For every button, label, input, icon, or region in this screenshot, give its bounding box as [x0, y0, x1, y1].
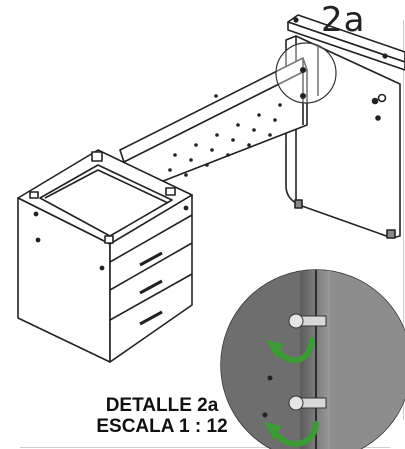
- top-rail: [287, 14, 405, 71]
- frame-right-edge: [403, 20, 404, 420]
- detail-scale: ESCALA 1 : 12: [96, 416, 228, 437]
- perforated-beam: [119, 57, 308, 191]
- frame-bottom-edge: [20, 447, 390, 448]
- detail-title: DETALLE 2a: [105, 395, 219, 416]
- step-label: 2a: [321, 0, 366, 40]
- right-side-panel: [285, 35, 401, 239]
- rotation-arrow-lower: [264, 421, 319, 447]
- detail-callout-circle: [275, 42, 337, 104]
- rotation-arrow-upper: [266, 337, 315, 364]
- detail-caption: DETALLE 2a ESCALA 1 : 12: [62, 395, 262, 437]
- drawer-pedestal: [17, 149, 193, 363]
